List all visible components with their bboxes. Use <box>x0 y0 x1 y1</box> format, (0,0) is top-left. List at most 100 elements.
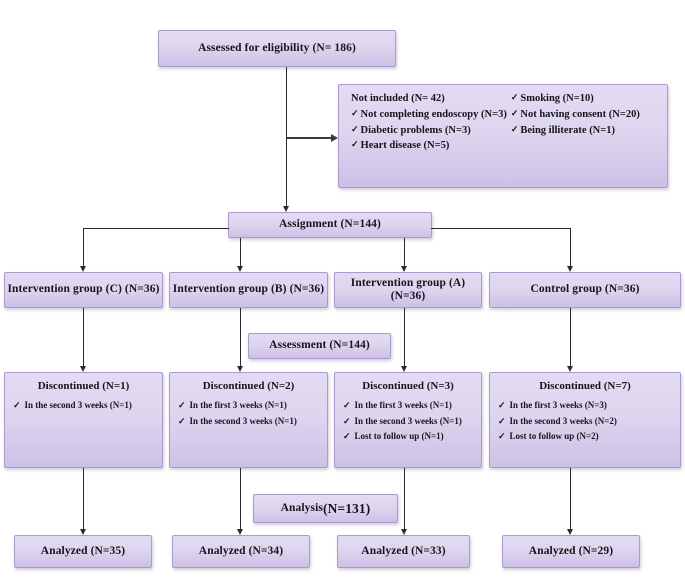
discontinued-item: ✓ In the first 3 weeks (N=1) <box>178 399 321 411</box>
exclusions-spacer <box>511 140 657 152</box>
arrowhead-group-1 <box>80 266 86 272</box>
exclusions-heading: Not included (N= 42) <box>351 93 507 105</box>
exclusion-item-consent: ✓ Not having consent (N=20) <box>510 107 657 121</box>
discontinued-item-label: Lost to follow up (N=1) <box>354 431 444 442</box>
discontinued-item-label: Lost to follow up (N=2) <box>509 431 599 442</box>
exclusions-heading-label: Not included (N= 42) <box>351 93 445 104</box>
discontinued-item: ✓ In the second 3 weeks (N=2) <box>498 415 674 427</box>
arrowhead-group-3 <box>401 266 407 272</box>
arrowhead-exclusions <box>331 134 338 142</box>
check-icon: ✓ <box>178 415 186 426</box>
connector-to-exclusions <box>287 137 332 139</box>
discontinued-item-label: In the second 3 weeks (N=1) <box>24 399 132 410</box>
allocation-drop-3 <box>404 238 405 270</box>
assessment-label: Assessment (N=144) <box>269 339 370 352</box>
discontinued-item: ✓ In the first 3 weeks (N=1) <box>343 399 475 411</box>
exclusion-item-label: Diabetic problems (N=3) <box>360 124 471 136</box>
group-box-intervention-b: Intervention group (B) (N=36) <box>169 272 328 308</box>
check-icon: ✓ <box>510 123 519 134</box>
discontinued-item: ✓ In the second 3 weeks (N=1) <box>178 415 321 427</box>
check-icon: ✓ <box>498 431 506 442</box>
arrowhead-group-4 <box>567 266 573 272</box>
exclusion-item-label: Smoking (N=10) <box>520 93 594 104</box>
connector-discontinued3-to-analyzed3 <box>404 468 405 532</box>
discontinued-item-label: In the first 3 weeks (N=1) <box>354 399 452 410</box>
allocation-bus-left <box>83 228 229 229</box>
arrowhead-analyzed-3 <box>401 529 407 535</box>
connector-group2-to-discontinued2 <box>240 308 241 370</box>
analyzed-label: Analyzed (N=34) <box>198 544 284 557</box>
check-icon: ✓ <box>343 399 351 410</box>
analyzed-box-3: Analyzed (N=33) <box>337 535 470 568</box>
exclusion-item-smoking: ✓ Smoking (N=10) <box>511 93 657 105</box>
group-label: Control group (N=36) <box>530 283 640 296</box>
discontinued-box-2: Discontinued (N=2) ✓ In the first 3 week… <box>169 372 328 468</box>
discontinued-item-label: In the first 3 weeks (N=3) <box>509 399 607 410</box>
exclusion-item-label: Not completing endoscopy (N=3) <box>360 108 507 120</box>
discontinued-item: ✓ In the first 3 weeks (N=3) <box>498 399 674 411</box>
connector-discontinued2-to-analyzed2 <box>240 468 241 532</box>
exclusion-item-illiterate: ✓ Being illiterate (N=1) <box>510 123 657 137</box>
analyzed-box-4: Analyzed (N=29) <box>502 535 640 568</box>
allocation-drop-2 <box>240 238 241 270</box>
check-icon: ✓ <box>498 399 506 410</box>
connector-assessed-to-assignment <box>286 67 287 210</box>
exclusion-item-label: Not having consent (N=20) <box>520 108 640 120</box>
check-icon: ✓ <box>351 139 359 150</box>
check-icon: ✓ <box>13 399 21 410</box>
check-icon: ✓ <box>343 431 351 442</box>
discontinued-heading: Discontinued (N=3) <box>362 380 454 392</box>
exclusion-item-endoscopy: ✓ Not completing endoscopy (N=3) <box>351 107 507 121</box>
check-icon: ✓ <box>510 92 519 102</box>
discontinued-item: ✓ Lost to follow up (N=1) <box>343 432 475 442</box>
check-icon: ✓ <box>351 107 359 118</box>
check-icon: ✓ <box>351 123 359 134</box>
exclusion-item-label: Heart disease (N=5) <box>360 140 450 152</box>
allocation-drop-1 <box>83 228 84 270</box>
connector-group3-to-discontinued3 <box>404 308 405 370</box>
arrowhead-discontinued-3 <box>401 366 407 372</box>
check-icon: ✓ <box>178 399 186 410</box>
connector-discontinued4-to-analyzed4 <box>570 468 571 532</box>
discontinued-heading: Discontinued (N=1) <box>37 380 130 392</box>
assessed-for-eligibility-label: Assessed for eligibility (N= 186) <box>198 41 356 54</box>
arrowhead-analyzed-1 <box>80 529 86 535</box>
connector-discontinued1-to-analyzed1 <box>83 468 84 532</box>
group-label: Intervention group (C) (N=36) <box>7 283 160 296</box>
discontinued-item-label: In the second 3 weeks (N=2) <box>509 415 617 426</box>
exclusions-box: Not included (N= 42) ✓ Smoking (N=10) ✓ … <box>338 84 668 188</box>
discontinued-item: ✓ In the second 3 weeks (N=1) <box>343 415 475 427</box>
discontinued-item: ✓ In the second 3 weeks (N=1) <box>13 399 156 411</box>
group-box-intervention-c: Intervention group (C) (N=36) <box>4 272 163 308</box>
discontinued-item: ✓ Lost to follow up (N=2) <box>498 432 674 442</box>
exclusion-item-heart: ✓ Heart disease (N=5) <box>351 140 507 152</box>
group-label: Intervention group (B) (N=36) <box>172 283 325 296</box>
discontinued-box-1: Discontinued (N=1) ✓ In the second 3 wee… <box>4 372 163 468</box>
exclusions-grid: Not included (N= 42) ✓ Smoking (N=10) ✓ … <box>351 93 657 152</box>
analyzed-box-2: Analyzed (N=34) <box>172 535 310 568</box>
check-icon: ✓ <box>510 107 519 118</box>
discontinued-item-label: In the second 3 weeks (N=1) <box>354 415 462 426</box>
discontinued-item-label: In the first 3 weeks (N=1) <box>189 399 287 410</box>
discontinued-heading: Discontinued (N=7) <box>539 380 631 392</box>
discontinued-box-4: Discontinued (N=7) ✓ In the first 3 week… <box>489 372 681 468</box>
exclusion-item-diabetic: ✓ Diabetic problems (N=3) <box>351 123 507 137</box>
analyzed-label: Analyzed (N=33) <box>361 544 446 557</box>
group-box-intervention-a: Intervention group (A) (N=36) <box>334 272 482 308</box>
connector-group4-to-discontinued4 <box>570 308 571 370</box>
arrowhead-analyzed-2 <box>237 529 243 535</box>
arrowhead-discontinued-4 <box>567 366 573 372</box>
group-label: Intervention group (A) (N=36) <box>350 276 466 302</box>
assignment-box: Assignment (N=144) <box>228 212 432 238</box>
analysis-label-count: (N=131) <box>322 500 371 516</box>
arrowhead-discontinued-1 <box>80 366 86 372</box>
discontinued-item-label: In the second 3 weeks (N=1) <box>189 415 297 426</box>
check-icon: ✓ <box>343 415 351 426</box>
discontinued-heading: Discontinued (N=2) <box>202 380 295 392</box>
analyzed-box-1: Analyzed (N=35) <box>14 535 152 568</box>
arrowhead-assignment <box>283 206 289 212</box>
allocation-bus-right <box>431 228 570 229</box>
assessed-for-eligibility-box: Assessed for eligibility (N= 186) <box>158 30 396 67</box>
analyzed-label: Analyzed (N=35) <box>40 544 126 557</box>
